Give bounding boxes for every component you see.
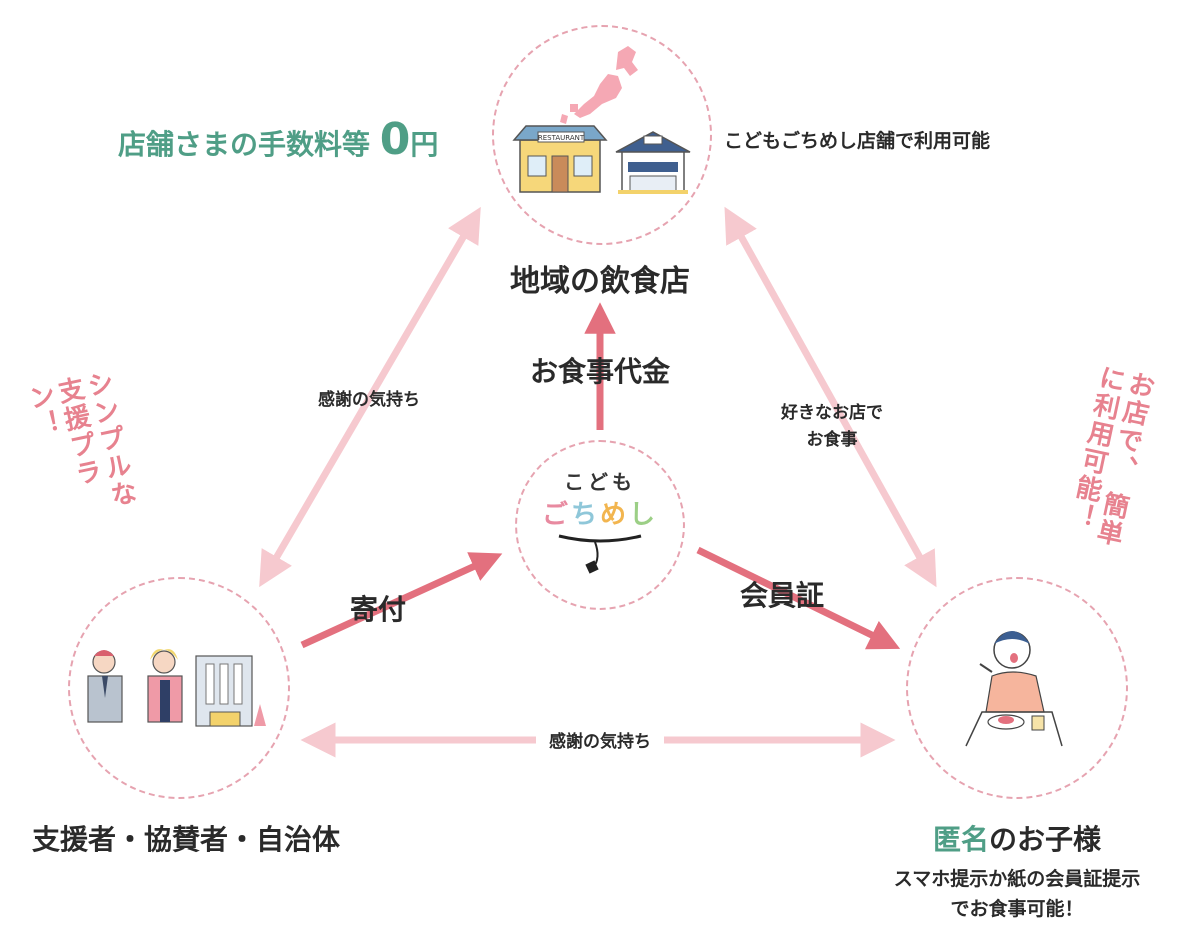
restaurant-label: 地域の飲食店: [510, 264, 690, 299]
children-note-line1: スマホ提示か紙の会員証提示: [893, 868, 1141, 890]
donation-label: 寄付: [350, 593, 407, 626]
logo-letter: ち: [570, 500, 600, 530]
child-illustration: [965, 631, 1063, 747]
children-label-rest: のお子様: [989, 823, 1102, 856]
arrow-supporters-restaurant: [259, 206, 481, 588]
arrow-donation: [300, 552, 503, 649]
svg-text:RESTAURANT: RESTAURANT: [538, 134, 585, 142]
supporters-circle: [68, 577, 290, 799]
arrow-restaurant-children: [724, 206, 937, 588]
restaurant-illustration: RESTAURANT: [512, 46, 691, 194]
children-note-line2: でお食事可能！: [950, 898, 1084, 920]
membership-label: 会員証: [740, 579, 825, 612]
businessman-icon: [87, 650, 123, 723]
supporters-illustration: [87, 649, 266, 727]
arrow-membership: [696, 546, 901, 650]
woman-icon: [147, 649, 183, 723]
label-backdrop: [536, 724, 664, 754]
supporters-label: 支援者・協賛者・自治体: [32, 823, 341, 856]
fee-zero: 0: [379, 114, 411, 165]
meal-fee-label: お食事代金: [529, 355, 670, 388]
cloche-icon: [558, 534, 642, 574]
fee-unit: 円: [410, 128, 439, 161]
gratitude-bottom-label: 感謝の気持ち: [549, 732, 651, 752]
fee-callout: 店舗さまの手数料等 0円: [118, 114, 438, 165]
center-circle: [515, 440, 685, 610]
favorite-shop-line1: 好きなお店で: [781, 403, 883, 423]
restaurant-building-icon: RESTAURANT: [512, 125, 608, 193]
logo-line1: こども: [564, 470, 636, 494]
restaurant-circle: [492, 25, 712, 245]
japan-map-icon: [560, 46, 638, 124]
children-label-highlight: 匿名: [932, 823, 989, 856]
logo-letter: ご: [541, 500, 571, 530]
logo-letter: め: [600, 500, 630, 530]
children-label: 匿名のお子様: [906, 818, 1128, 858]
logo-letter: し: [629, 500, 659, 530]
shop-building-icon: [615, 131, 691, 194]
logo-line2: ごちめし: [515, 494, 685, 531]
children-circle: [906, 577, 1128, 799]
office-building-icon: [195, 655, 266, 727]
fee-text: 店舗さまの手数料等: [118, 128, 380, 161]
stores-available-callout: こどもごちめし店舗で利用可能: [724, 130, 991, 152]
favorite-shop-line2: お食事: [806, 430, 858, 450]
logo-text: ごちめし: [542, 500, 658, 530]
gratitude-left-label: 感謝の気持ち: [318, 390, 420, 410]
